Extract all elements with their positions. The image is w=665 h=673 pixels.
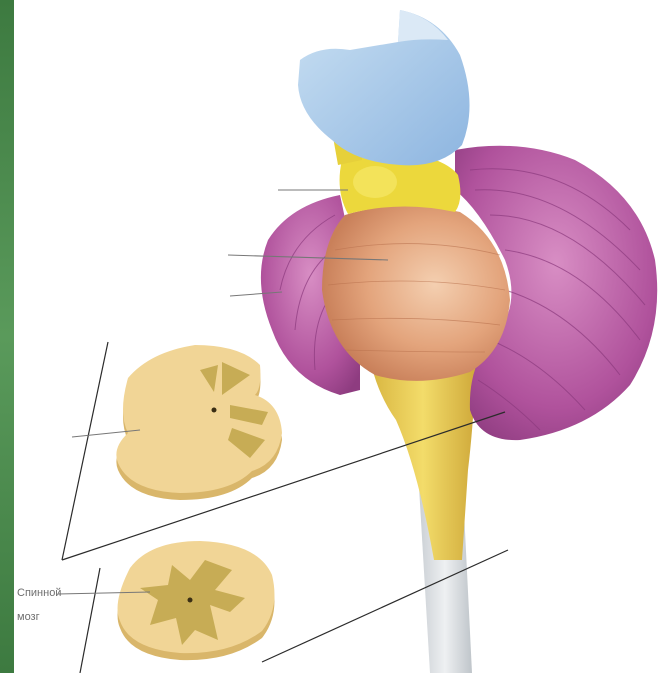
superior-colliculus bbox=[353, 166, 397, 198]
spinal-cord-label-line2: мозг bbox=[17, 610, 40, 624]
lower-cross-section bbox=[118, 541, 275, 660]
pons bbox=[322, 206, 510, 381]
cerebrum-section bbox=[298, 10, 470, 165]
cerebrum-cut-face bbox=[398, 10, 448, 42]
spinal-cord-label-line1: Спинной bbox=[17, 586, 61, 600]
upper-cross-section bbox=[116, 345, 282, 500]
